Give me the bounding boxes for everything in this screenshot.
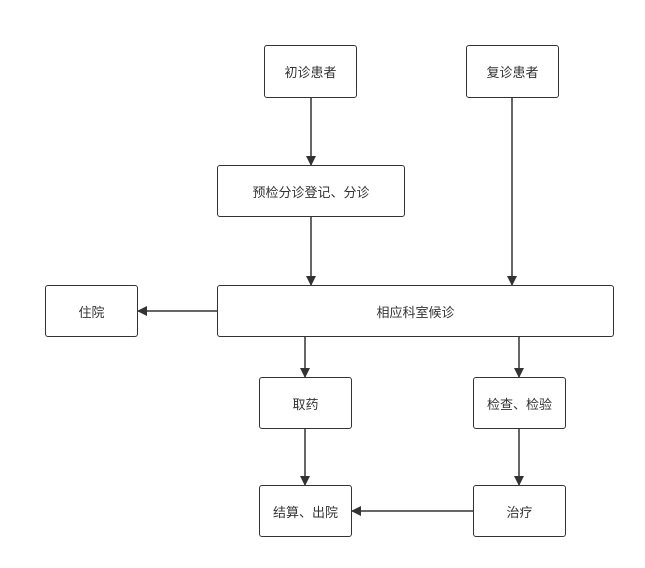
node-medicine: 取药: [259, 377, 352, 429]
node-return-visit: 复诊患者: [466, 45, 559, 98]
node-first-visit: 初诊患者: [264, 45, 357, 98]
node-hospitalize: 住院: [45, 285, 138, 337]
node-examination: 检查、检验: [473, 377, 566, 429]
node-treatment: 治疗: [473, 485, 566, 537]
node-triage: 预检分诊登记、分诊: [217, 165, 405, 217]
node-waiting: 相应科室候诊: [217, 285, 614, 337]
node-settlement: 结算、出院: [259, 485, 352, 537]
